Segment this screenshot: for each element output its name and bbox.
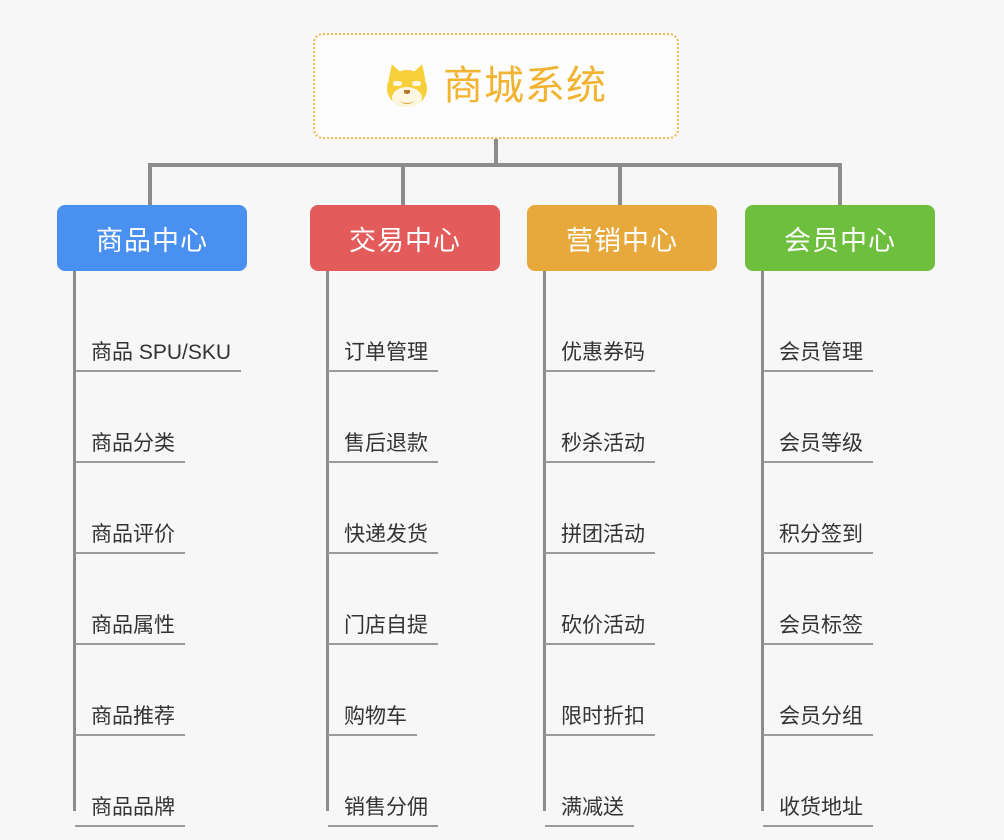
- list-item[interactable]: 会员管理: [763, 283, 935, 374]
- branch-column-3: 营销中心 优惠券码 秒杀活动 拼团活动 砍价活动 限时折扣 满减送: [527, 205, 717, 829]
- connector-horizontal-bus: [148, 163, 842, 167]
- branch-label-4: 会员中心: [784, 225, 896, 256]
- leaf-label: 快递发货: [328, 523, 438, 554]
- leaf-label: 会员管理: [763, 341, 873, 372]
- list-item[interactable]: 砍价活动: [545, 556, 717, 647]
- branch-label-2: 交易中心: [349, 225, 461, 256]
- list-item[interactable]: 秒杀活动: [545, 374, 717, 465]
- list-item[interactable]: 商品 SPU/SKU: [75, 283, 247, 374]
- list-item[interactable]: 商品推荐: [75, 647, 247, 738]
- branch-header-4[interactable]: 会员中心: [745, 205, 935, 271]
- connector-root-stem: [494, 139, 498, 167]
- leaf-label: 商品品牌: [75, 796, 185, 827]
- branch-spine-1: [73, 271, 76, 811]
- branch-column-4: 会员中心 会员管理 会员等级 积分签到 会员标签 会员分组 收货地址: [745, 205, 935, 829]
- leaf-label: 会员等级: [763, 432, 873, 463]
- leaf-label: 会员标签: [763, 614, 873, 645]
- leaf-label: 积分签到: [763, 523, 873, 554]
- connector-drop-4: [838, 163, 842, 207]
- branch-header-1[interactable]: 商品中心: [57, 205, 247, 271]
- leaf-label: 商品属性: [75, 614, 185, 645]
- connector-drop-3: [618, 163, 622, 207]
- leaf-label: 限时折扣: [545, 705, 655, 736]
- list-item[interactable]: 订单管理: [328, 283, 500, 374]
- dog-face-icon: [384, 61, 430, 108]
- root-title: 商城系统: [443, 64, 607, 108]
- branch-header-2[interactable]: 交易中心: [310, 205, 500, 271]
- list-item[interactable]: 满减送: [545, 738, 717, 829]
- leaf-label: 拼团活动: [545, 523, 655, 554]
- root-node[interactable]: 商城系统: [313, 33, 679, 139]
- branch-label-3: 营销中心: [566, 225, 678, 256]
- list-item[interactable]: 会员分组: [763, 647, 935, 738]
- leaf-label: 砍价活动: [545, 614, 655, 645]
- list-item[interactable]: 商品品牌: [75, 738, 247, 829]
- leaf-label: 购物车: [328, 705, 417, 736]
- list-item[interactable]: 收货地址: [763, 738, 935, 829]
- leaf-label: 销售分佣: [328, 796, 438, 827]
- leaf-label: 订单管理: [328, 341, 438, 372]
- leaf-label: 优惠券码: [545, 341, 655, 372]
- branch-column-1: 商品中心 商品 SPU/SKU 商品分类 商品评价 商品属性 商品推荐 商品品牌: [57, 205, 247, 829]
- branch-items-2: 订单管理 售后退款 快递发货 门店自提 购物车 销售分佣: [310, 271, 500, 829]
- list-item[interactable]: 商品评价: [75, 465, 247, 556]
- leaf-label: 秒杀活动: [545, 432, 655, 463]
- list-item[interactable]: 拼团活动: [545, 465, 717, 556]
- list-item[interactable]: 购物车: [328, 647, 500, 738]
- list-item[interactable]: 会员等级: [763, 374, 935, 465]
- list-item[interactable]: 限时折扣: [545, 647, 717, 738]
- branch-label-1: 商品中心: [96, 225, 208, 256]
- leaf-label: 商品 SPU/SKU: [75, 341, 242, 372]
- branch-items-3: 优惠券码 秒杀活动 拼团活动 砍价活动 限时折扣 满减送: [527, 271, 717, 829]
- branch-header-3[interactable]: 营销中心: [527, 205, 717, 271]
- list-item[interactable]: 售后退款: [328, 374, 500, 465]
- list-item[interactable]: 优惠券码: [545, 283, 717, 374]
- list-item[interactable]: 快递发货: [328, 465, 500, 556]
- leaf-label: 会员分组: [763, 705, 873, 736]
- leaf-label: 门店自提: [328, 614, 438, 645]
- list-item[interactable]: 商品分类: [75, 374, 247, 465]
- list-item[interactable]: 会员标签: [763, 556, 935, 647]
- leaf-label: 商品分类: [75, 432, 185, 463]
- list-item[interactable]: 门店自提: [328, 556, 500, 647]
- branch-items-4: 会员管理 会员等级 积分签到 会员标签 会员分组 收货地址: [745, 271, 935, 829]
- leaf-label: 商品推荐: [75, 705, 185, 736]
- list-item[interactable]: 销售分佣: [328, 738, 500, 829]
- branch-spine-4: [761, 271, 764, 811]
- list-item[interactable]: 积分签到: [763, 465, 935, 556]
- branch-spine-3: [543, 271, 546, 811]
- connector-drop-2: [401, 163, 405, 207]
- leaf-label: 售后退款: [328, 432, 438, 463]
- leaf-label: 商品评价: [75, 523, 185, 554]
- branch-spine-2: [326, 271, 329, 811]
- branch-items-1: 商品 SPU/SKU 商品分类 商品评价 商品属性 商品推荐 商品品牌: [57, 271, 247, 829]
- branch-column-2: 交易中心 订单管理 售后退款 快递发货 门店自提 购物车 销售分佣: [310, 205, 500, 829]
- list-item[interactable]: 商品属性: [75, 556, 247, 647]
- connector-drop-1: [148, 163, 152, 207]
- leaf-label: 满减送: [545, 796, 634, 827]
- leaf-label: 收货地址: [763, 796, 873, 827]
